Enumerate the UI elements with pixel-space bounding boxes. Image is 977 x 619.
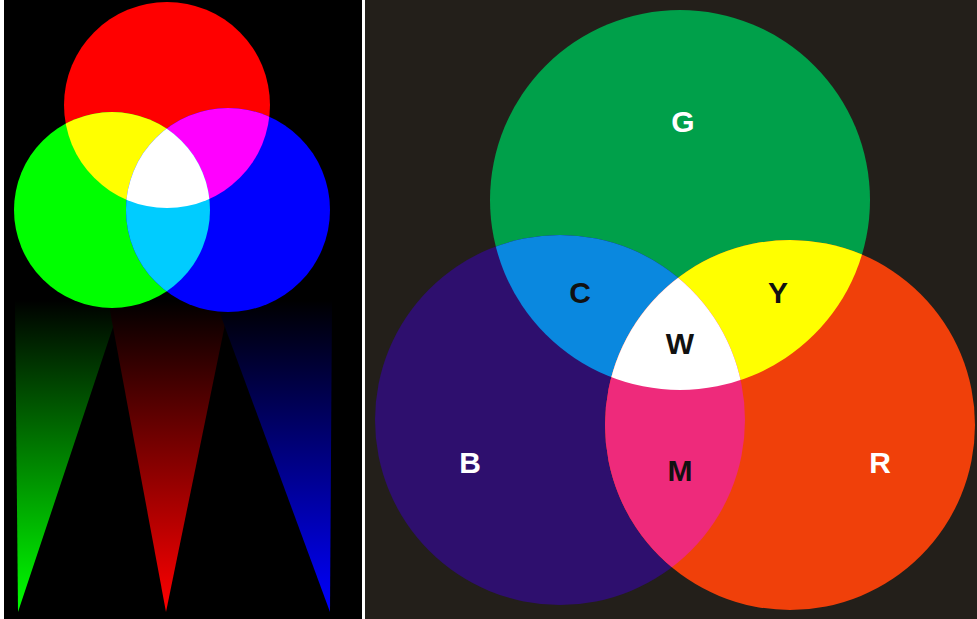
color-letter: G — [671, 105, 694, 138]
white-overlap — [126, 108, 330, 312]
magenta-overlap — [126, 108, 330, 312]
white-overlap — [605, 240, 975, 610]
dark-panel — [365, 0, 977, 619]
cyan-overlap — [126, 108, 330, 312]
red-light-beam — [108, 300, 230, 612]
blue-light-beam — [215, 300, 332, 612]
green-light-beam — [15, 300, 122, 612]
blue-light-circle — [126, 108, 330, 312]
yellow-overlap — [605, 240, 975, 610]
black-panel — [4, 0, 362, 619]
overlap-letter: Y — [768, 276, 788, 309]
overlap-letter: M — [668, 454, 693, 487]
color-circle-fill — [605, 240, 975, 610]
magenta-overlap — [605, 240, 975, 610]
color-letter: R — [869, 446, 891, 479]
overlap-letter: W — [666, 327, 694, 360]
overlap-letter: C — [569, 276, 591, 309]
color-letter: B — [459, 446, 481, 479]
